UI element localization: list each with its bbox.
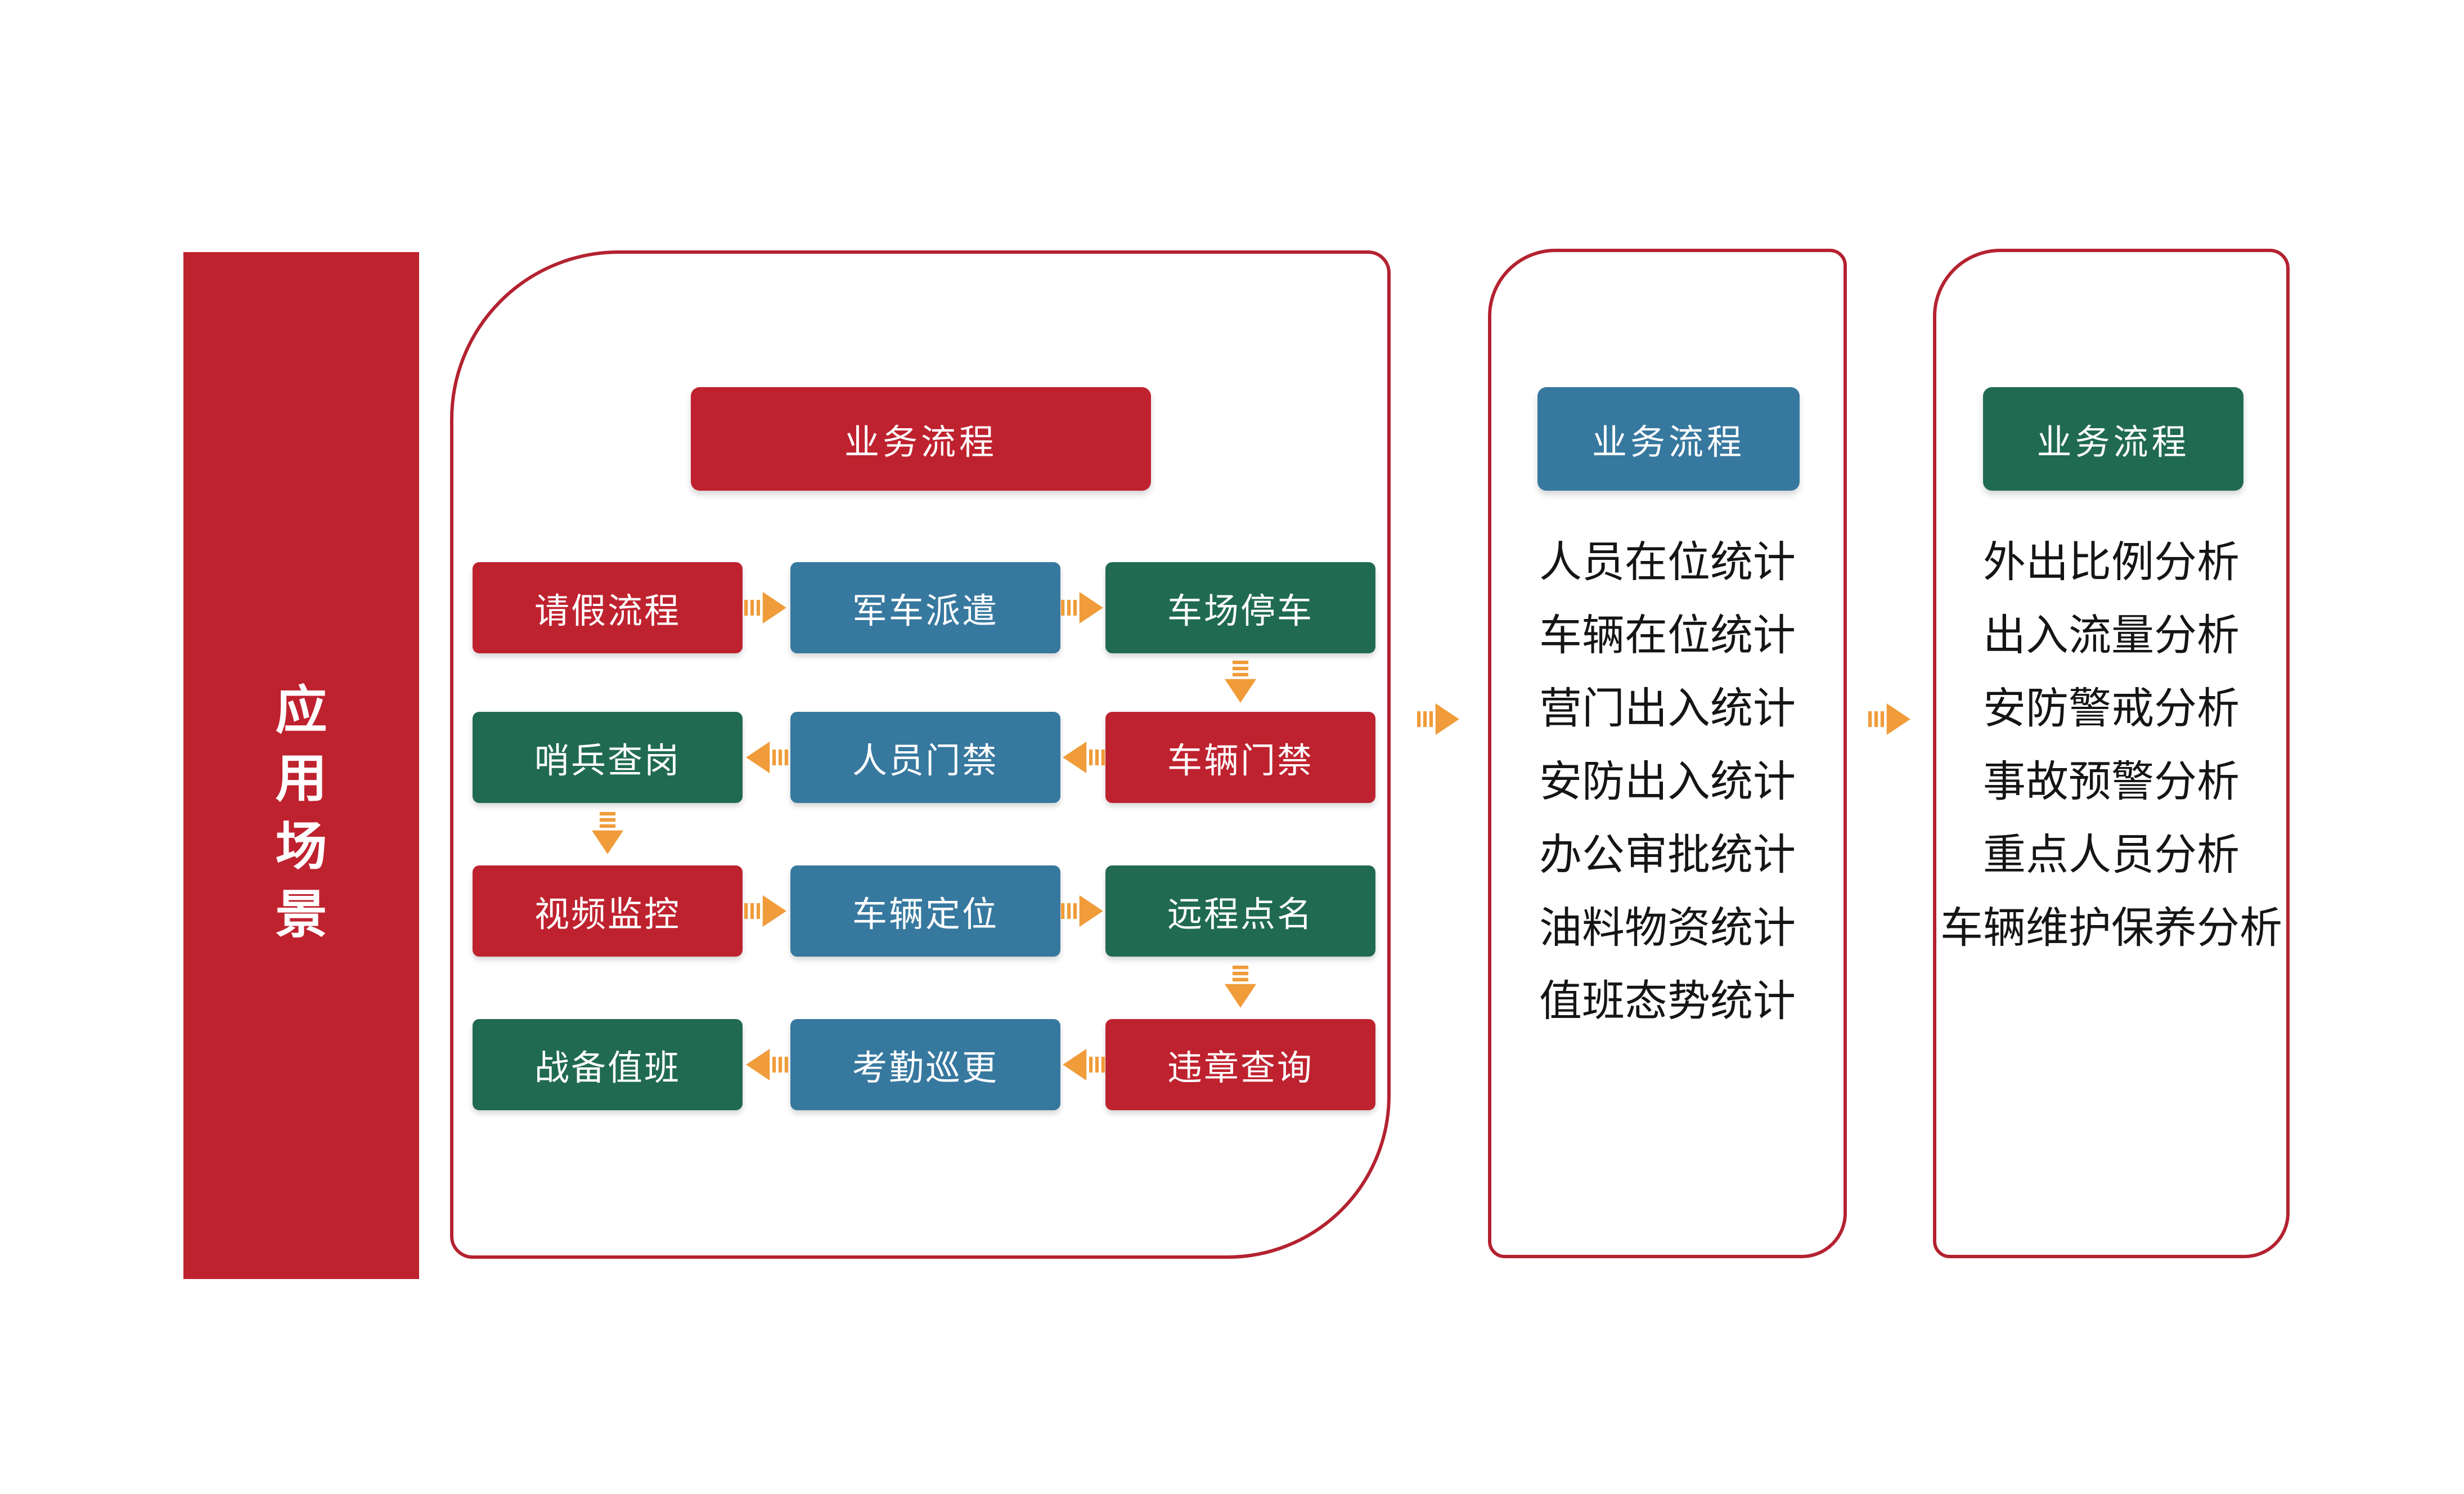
analysis-list-item: 安防警戒分析 — [1983, 685, 2240, 733]
panel-flow-header: 业务流程 — [691, 387, 1151, 491]
sidebar-application-scenarios — [183, 252, 419, 1279]
analysis-list-item: 外出比例分析 — [1983, 539, 2240, 586]
flow-box-leave-process: 请假流程 — [473, 562, 743, 653]
flow-arrow-left-icon — [744, 1046, 788, 1083]
panel-link-arrow-icon — [1417, 701, 1461, 738]
panel-analysis-header: 业务流程 — [1983, 387, 2243, 491]
panel-link-arrow-icon — [1868, 701, 1912, 738]
sidebar-label-char: 应 — [275, 682, 327, 739]
flow-box-remote-rollcall: 远程点名 — [1105, 865, 1375, 957]
analysis-list-item: 车辆维护保养分析 — [1940, 904, 2282, 952]
flow-box-vehicle-access: 车辆门禁 — [1105, 712, 1375, 803]
sidebar-label-char: 场 — [275, 818, 327, 876]
analysis-list-item: 出入流量分析 — [1983, 612, 2240, 659]
flow-box-military-dispatch: 军车派遣 — [790, 562, 1060, 653]
flow-arrow-right-icon — [744, 892, 788, 930]
stats-list-item: 值班态势统计 — [1539, 977, 1796, 1025]
flow-box-sentry-check: 哨兵查岗 — [473, 712, 743, 803]
flow-box-combat-duty: 战备值班 — [473, 1019, 743, 1110]
flow-arrow-right-icon — [744, 589, 788, 626]
flow-arrow-right-icon — [1061, 892, 1105, 930]
stats-list-item: 办公审批统计 — [1539, 831, 1796, 879]
stats-list-item: 车辆在位统计 — [1539, 612, 1796, 659]
stats-list-item: 人员在位统计 — [1539, 539, 1796, 586]
flow-arrow-left-icon — [744, 739, 788, 776]
sidebar-label-char: 景 — [275, 886, 327, 944]
flow-arrow-right-icon — [1061, 589, 1105, 626]
flow-box-lot-parking: 车场停车 — [1105, 562, 1375, 653]
flow-arrow-down-icon — [586, 812, 630, 854]
stats-list-item: 油料物资统计 — [1539, 904, 1796, 952]
flow-box-vehicle-locate: 车辆定位 — [790, 865, 1060, 957]
analysis-list-item: 事故预警分析 — [1983, 758, 2240, 806]
analysis-list-item: 重点人员分析 — [1983, 831, 2240, 879]
flow-box-video-monitor: 视频监控 — [473, 865, 743, 957]
flow-arrow-down-icon — [1218, 661, 1262, 703]
flow-box-violation-query: 违章查询 — [1105, 1019, 1375, 1110]
stats-list-item: 安防出入统计 — [1539, 758, 1796, 806]
flow-arrow-down-icon — [1218, 966, 1262, 1008]
flow-box-personnel-access: 人员门禁 — [790, 712, 1060, 803]
flow-arrow-left-icon — [1061, 1046, 1105, 1083]
panel-stats-header: 业务流程 — [1537, 387, 1800, 491]
stats-list-item: 营门出入统计 — [1539, 685, 1796, 733]
flow-box-attendance-patrol: 考勤巡更 — [790, 1019, 1060, 1110]
sidebar-label-char: 用 — [275, 750, 327, 807]
flow-arrow-left-icon — [1061, 739, 1105, 776]
